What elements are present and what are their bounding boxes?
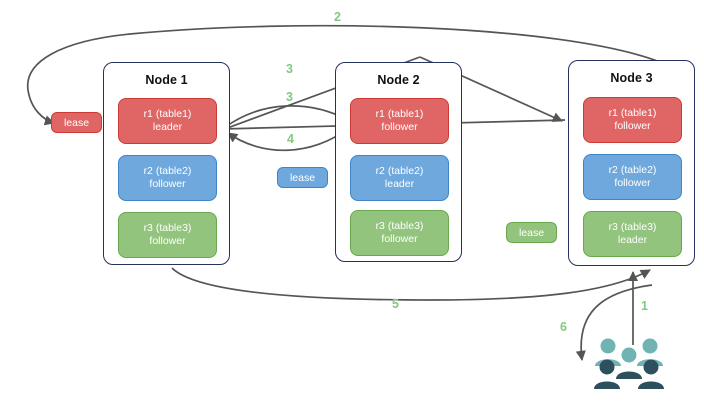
node-3-replica-r2-name: r2 (table2) [608,164,657,176]
node-3-replica-r2[interactable]: r2 (table2) follower [583,154,682,200]
node-1-replica-r3[interactable]: r3 (table3) follower [118,212,217,258]
node-1[interactable]: Node 1 r1 (table1) leader r2 (table2) fo… [103,62,230,265]
lease-badge-blue[interactable]: lease [277,167,328,188]
node-2-replica-r2-role: leader [384,178,415,190]
edge-step-3-to-node2 [223,105,349,129]
node-3-replica-r1[interactable]: r1 (table1) follower [583,97,682,143]
lease-badge-green[interactable]: lease [506,222,557,243]
node-2-replica-r2-name: r2 (table2) [375,165,424,177]
node-2[interactable]: Node 2 r1 (table1) follower r2 (table2) … [335,62,462,262]
step-label-3-upper: 3 [286,62,293,76]
node-1-replica-r1-role: leader [152,121,183,133]
node-1-replica-r2[interactable]: r2 (table2) follower [118,155,217,201]
edge-step-2 [26,24,661,126]
step-label-6: 6 [560,320,567,334]
node-1-replica-r3-name: r3 (table3) [143,222,192,234]
step-label-5: 5 [392,297,399,311]
edge-step-5 [171,267,651,301]
step-label-2: 2 [334,10,341,24]
node-1-replica-r1[interactable]: r1 (table1) leader [118,98,217,144]
node-3-replica-r3[interactable]: r3 (table3) leader [583,211,682,257]
edge-step-6 [575,284,653,362]
step-label-4: 4 [287,132,294,146]
node-2-replica-r1-name: r1 (table1) [375,108,424,120]
node-1-replica-r2-name: r2 (table2) [143,165,192,177]
step-label-3-lower: 3 [286,90,293,104]
node-2-replica-r1-role: follower [381,121,418,133]
node-1-replica-r1-name: r1 (table1) [143,108,192,120]
node-1-replica-r2-role: follower [149,178,186,190]
lease-badge-red[interactable]: lease [51,112,102,133]
node-3-replica-r1-role: follower [614,120,651,132]
node-2-replica-r3[interactable]: r3 (table3) follower [350,210,449,256]
node-3-replica-r3-role: leader [617,234,648,246]
node-3-replica-r2-role: follower [614,177,651,189]
node-1-title: Node 1 [145,73,188,87]
node-3-replica-r3-name: r3 (table3) [608,221,657,233]
node-2-replica-r3-name: r3 (table3) [375,220,424,232]
node-1-replica-r3-role: follower [149,235,186,247]
node-2-title: Node 2 [377,73,420,87]
node-2-replica-r1[interactable]: r1 (table1) follower [350,98,449,144]
node-3-replica-r1-name: r1 (table1) [608,107,657,119]
node-3-title: Node 3 [610,71,653,85]
node-2-replica-r3-role: follower [381,233,418,245]
node-3[interactable]: Node 3 r1 (table1) follower r2 (table2) … [568,60,695,266]
node-2-replica-r2[interactable]: r2 (table2) leader [350,155,449,201]
users-group-icon [594,338,664,389]
step-label-1: 1 [641,299,648,313]
